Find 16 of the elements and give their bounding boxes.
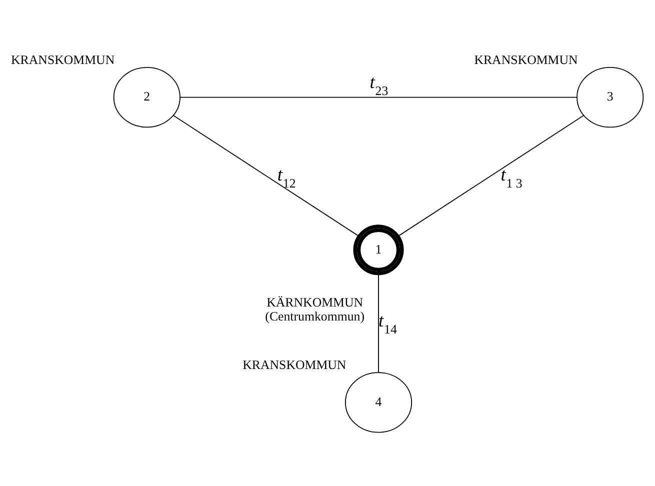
node-circle: 4 xyxy=(344,372,412,433)
connector xyxy=(378,272,379,373)
node-label: KRANSKOMMUN xyxy=(11,52,115,67)
connector xyxy=(173,115,360,237)
node-label: KRANSKOMMUN xyxy=(242,358,346,372)
node-circle: 3 xyxy=(576,67,644,128)
edge-label: t$_{12}$ xyxy=(277,164,296,191)
edge-label: t$_{23}$ xyxy=(370,72,388,98)
connector xyxy=(180,96,578,98)
node-circle: 1 xyxy=(353,224,404,276)
node-label: KÄRNKOMMUN (Centrumkommun) xyxy=(265,296,364,324)
edge-label: t$_{14}$ xyxy=(378,310,397,337)
node-circle: 2 xyxy=(113,67,180,128)
edge-label: t$_{1 3}$ xyxy=(500,164,522,191)
node-label: KRANSKOMMUN xyxy=(474,52,578,67)
connector xyxy=(397,115,584,237)
